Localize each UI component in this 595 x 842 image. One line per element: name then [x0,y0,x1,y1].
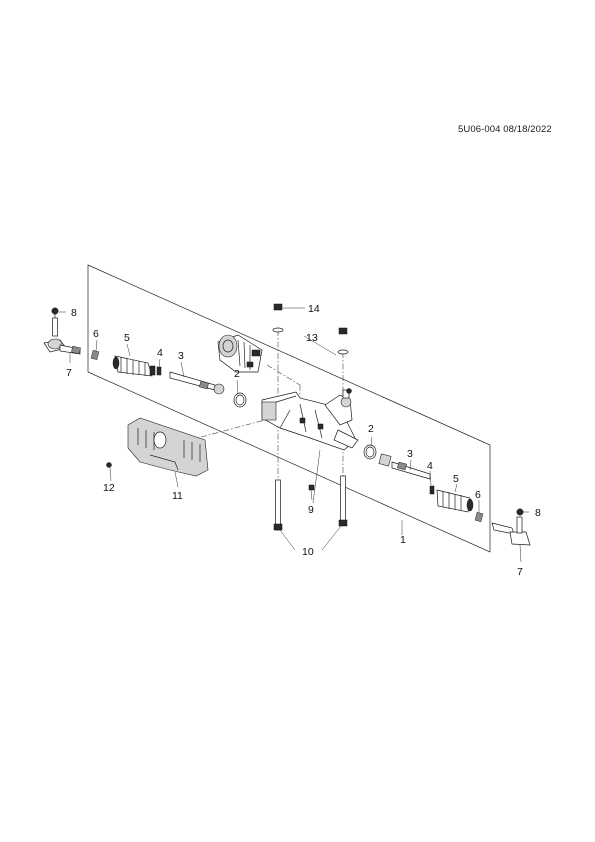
steering-gear-housing [261,388,359,451]
left-inner-tie-rod [169,371,225,395]
callout-6-right: 6 [475,489,481,501]
mount-bolts [273,475,348,531]
callout-3-right: 3 [407,448,413,460]
callout-5-right: 5 [453,473,459,485]
callout-2-left: 2 [234,368,240,380]
callout-12: 12 [103,482,115,494]
callout-7-left: 7 [66,367,72,379]
callout-4-right: 4 [427,460,433,472]
callout-10: 10 [302,546,314,558]
callout-1: 1 [400,534,406,546]
callout-7-right: 7 [517,566,523,578]
left-boot [112,355,156,377]
callout-8-right: 8 [535,507,541,519]
heat-shield-bolt [106,462,112,468]
right-seal-ring [363,444,377,460]
callout-8-left: 8 [71,307,77,319]
left-seal-ring [233,392,247,408]
callout-11: 11 [172,490,183,502]
right-inner-tie-rod [378,453,431,480]
heat-shield [127,417,209,477]
callout-5-left: 5 [124,332,130,344]
callout-4-left: 4 [157,347,163,359]
assembly-boundary [87,264,491,553]
diagram-reference-code: 5U06-004 08/18/2022 [458,124,552,135]
mount-nuts-washers [272,303,349,355]
callout-6-left: 6 [93,328,99,340]
left-tie-rod-end [43,307,81,355]
callout-14: 14 [308,303,320,315]
electric-motor-unit [217,334,263,373]
right-jam-nut [474,512,484,522]
callout-9: 9 [308,504,314,516]
pinion-seal [308,484,315,491]
callout-2-right: 2 [368,423,374,435]
left-boot-clamp [156,366,162,376]
right-tie-rod-end [491,508,531,546]
left-jam-nut [90,350,100,360]
right-boot-clamp [429,485,435,495]
leader-lines [59,307,529,563]
callout-13: 13 [306,332,318,344]
callout-3-left: 3 [178,350,184,362]
callout-labels: 8 6 5 4 3 7 2 14 13 2 3 4 5 6 8 7 12 11 … [66,303,541,578]
right-boot [436,489,474,513]
